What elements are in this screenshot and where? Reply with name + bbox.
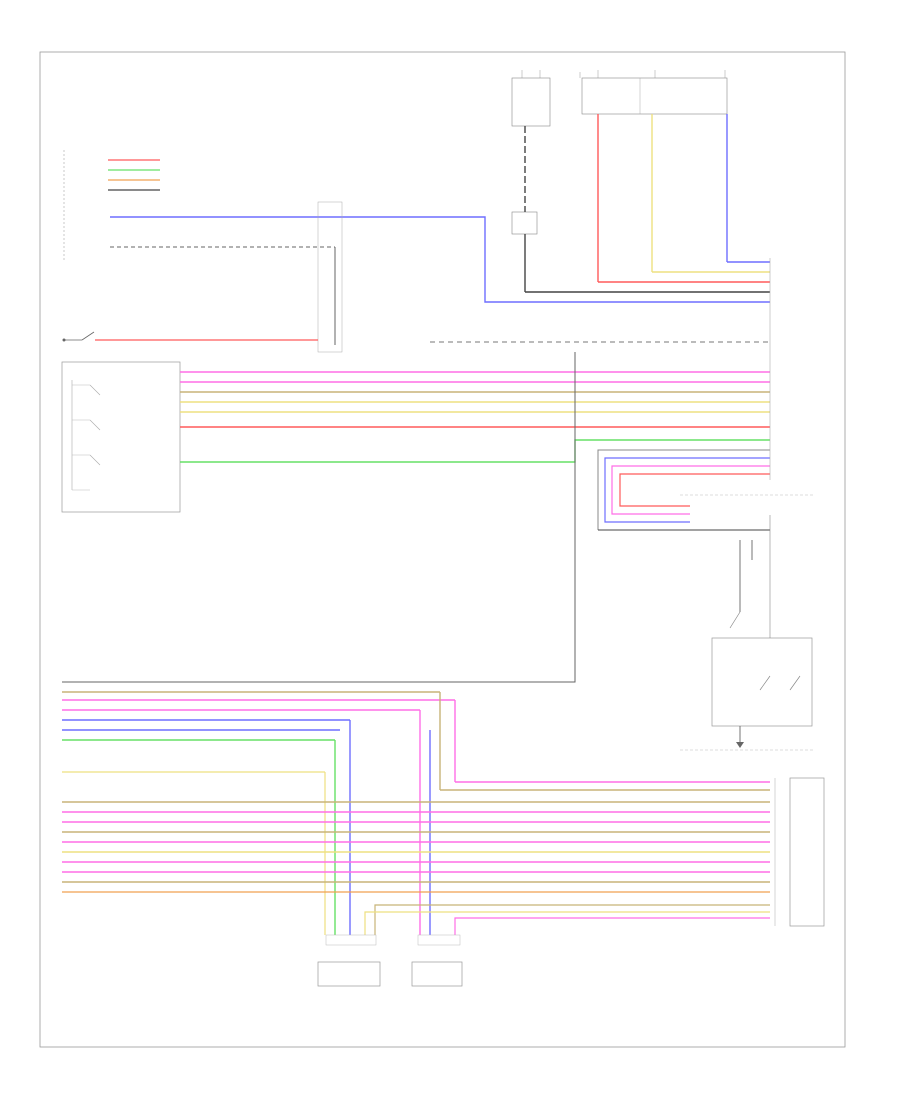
relay-box bbox=[511, 211, 538, 235]
seat-adjuster-recliner-motor bbox=[317, 934, 381, 987]
left-front-seat-memory-switch bbox=[61, 361, 181, 513]
wire-bus-green bbox=[180, 439, 770, 463]
junction-block bbox=[317, 201, 343, 353]
wire-blue-signal bbox=[110, 216, 770, 303]
fuse-box-1 bbox=[511, 70, 551, 127]
diagram-frame bbox=[39, 51, 846, 1048]
wire-ecu-blue bbox=[604, 457, 770, 523]
lumbar-support-switch bbox=[62, 331, 95, 342]
wire-run-tan-lower bbox=[374, 904, 770, 935]
wire-run-pink-lower bbox=[454, 917, 770, 935]
wire-gray-long bbox=[62, 352, 576, 683]
lumbar-motor-connector bbox=[774, 777, 825, 927]
wire-ecu-red bbox=[619, 473, 770, 507]
fuse-box-2 bbox=[579, 70, 728, 115]
outer-mirror-switch bbox=[711, 515, 813, 748]
wire-run-yellow-lower bbox=[364, 911, 770, 935]
wire-ecu-pink bbox=[611, 465, 770, 515]
wire-ecu-gray-1 bbox=[597, 449, 770, 530]
seat-adjuster-lifter-motor bbox=[411, 934, 463, 987]
